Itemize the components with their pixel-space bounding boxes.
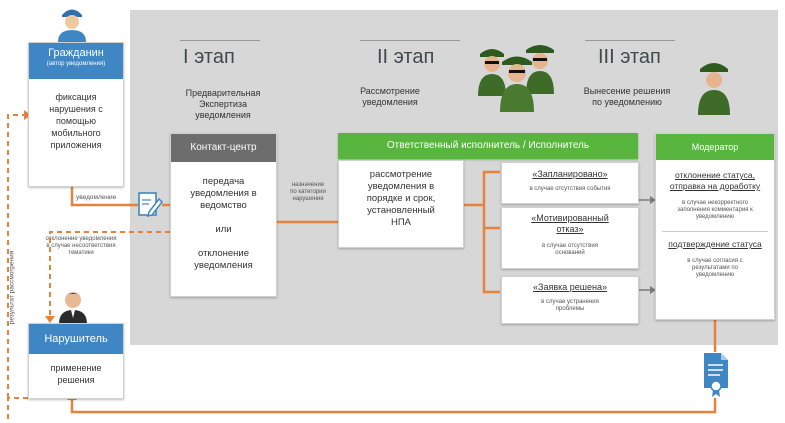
rejection-label-line: отклонение уведомления [45,236,117,242]
stage1-rule [180,40,260,41]
result-refusal: «Мотивированный отказ» в случае отсутств… [501,207,639,269]
result-refusal-title-line: «Мотивированный [531,213,609,223]
moderator-item1-line: отклонение статуса, [674,170,756,180]
executor-body-line: установленный [367,205,435,216]
assignment-label-line: нарушения [292,196,324,202]
citizen-body: фиксация нарушения с помощью мобильного … [29,79,123,151]
contact-center-line: отклонение [198,248,249,259]
rejection-label: отклонение уведомления в случае несоотве… [26,236,136,257]
moderator-note2-line: результатами по [692,265,738,271]
notification-label: уведомление [76,194,117,201]
stage1-desc: Предварительная Экспертиза уведомления [168,88,278,121]
moderator-card: Модератор отклонение статуса, отправка н… [655,133,775,320]
contact-center-line: уведомления [194,260,253,271]
result-planned: «Запланировано» в случае отсутствия собы… [501,162,639,204]
stage3-title: III этап [598,46,661,68]
result-resolved-note-line: в случае устранения [541,299,599,305]
contact-center-or: или [215,224,232,235]
moderator-note1-line: заполнения комментария к [677,207,753,213]
result-refusal-note-line: оснований [555,250,585,256]
citizen-title: Гражданин [48,47,104,59]
violator-person-icon [55,288,91,324]
assignment-label-line: назначение [291,182,325,188]
assignment-label: назначение по категории нарушения [279,182,337,203]
rejection-label-line: в случае несоответствия [46,243,116,249]
moderator-header: Модератор [656,134,774,160]
moderator-officer-icon [697,55,731,115]
moderator-note1-line: в случае некорректного [682,200,748,206]
executor-body-line: НПА [390,217,412,228]
assignment-label-line: по категории [290,189,326,195]
violator-body: применение решения [29,354,123,386]
executor-body-line: порядке и срок, [366,193,436,204]
contact-center-card: Контакт-центр передача уведомления в вед… [170,133,277,297]
officers-group-icon [478,40,556,112]
citizen-body-line: мобильного [51,128,101,138]
citizen-body-line: нарушения с [49,104,103,114]
contact-center-body: передача уведомления в ведомство или отк… [171,162,276,272]
result-resolved: «Заявка решена» в случае устранения проб… [501,276,639,324]
citizen-body-line: приложения [50,140,102,150]
contact-center-header: Контакт-центр [171,134,276,162]
result-label: результат рассмотрения [8,250,16,325]
stage2-desc-line: Рассмотрение [360,86,420,96]
result-planned-title: «Запланировано» [532,169,608,179]
contact-center-line: передача [202,176,245,187]
stage1-desc-line: Предварительная [185,88,261,98]
executor-body-line: уведомления в [367,181,435,192]
violator-card: Нарушитель применение решения [28,323,124,399]
rejection-label-line: тематики [68,250,94,256]
result-resolved-note-line: проблемы [555,306,585,312]
contact-center-line: ведомство [200,200,247,211]
stage2-title: II этап [377,46,435,68]
citizen-person-icon [52,2,92,42]
moderator-item2: подтверждение статуса [668,239,762,249]
stage1-title: I этап [183,46,235,68]
stage1-desc-line: уведомления [195,110,251,120]
citizen-card: Гражданин (автор уведомления) фиксация н… [28,42,124,187]
moderator-item1-line: отправка на доработку [669,181,761,191]
executor-body-line: рассмотрение [369,169,433,180]
citizen-body-line: фиксация [55,92,97,102]
violator-title: Нарушитель [29,324,123,354]
stage3-desc-line: по уведомлению [592,97,662,107]
executor-header: Ответственный исполнитель / Исполнитель [338,133,638,159]
executor-body: рассмотрение уведомления в порядке и сро… [339,161,463,229]
moderator-note1: в случае некорректного заполнения коммен… [656,200,774,221]
decision-document-icon [702,352,730,398]
stage2-rule [360,40,460,41]
result-refusal-title: «Мотивированный отказ» [502,208,638,235]
citizen-header: Гражданин (автор уведомления) [29,43,123,79]
moderator-note1-line: уведомлению [695,214,735,220]
moderator-note2-line: уведомлению [695,272,735,278]
edit-document-icon [137,190,163,220]
stage2-desc-line: уведомления [362,97,418,107]
stage1-desc-line: Экспертиза [199,99,247,109]
violator-body-line: решения [57,375,95,385]
moderator-divider [662,231,768,232]
moderator-note2-line: в случае согласия с [687,258,743,264]
contact-center-line: уведомления в [190,188,257,199]
result-refusal-title-line: отказ» [556,224,584,234]
moderator-note2: в случае согласия с результатами по увед… [656,258,774,279]
stage2-desc: Рассмотрение уведомления [345,86,435,108]
citizen-subtitle: (автор уведомления) [46,61,106,67]
violator-body-line: применение [50,363,102,373]
result-planned-note: в случае отсутствия события [529,186,611,192]
result-resolved-note: в случае устранения проблемы [502,299,638,313]
moderator-item1: отклонение статуса, отправка на доработк… [656,160,774,192]
stage3-desc-line: Вынесение решения [583,86,671,96]
result-resolved-title: «Заявка решена» [533,282,607,292]
result-refusal-note-line: в случае отсутствия [542,243,598,249]
result-refusal-note: в случае отсутствия оснований [502,243,638,257]
stage3-desc: Вынесение решения по уведомлению [572,86,682,108]
citizen-body-line: помощью [56,116,96,126]
stage3-rule [585,40,675,41]
executor-card: рассмотрение уведомления в порядке и сро… [338,160,464,248]
